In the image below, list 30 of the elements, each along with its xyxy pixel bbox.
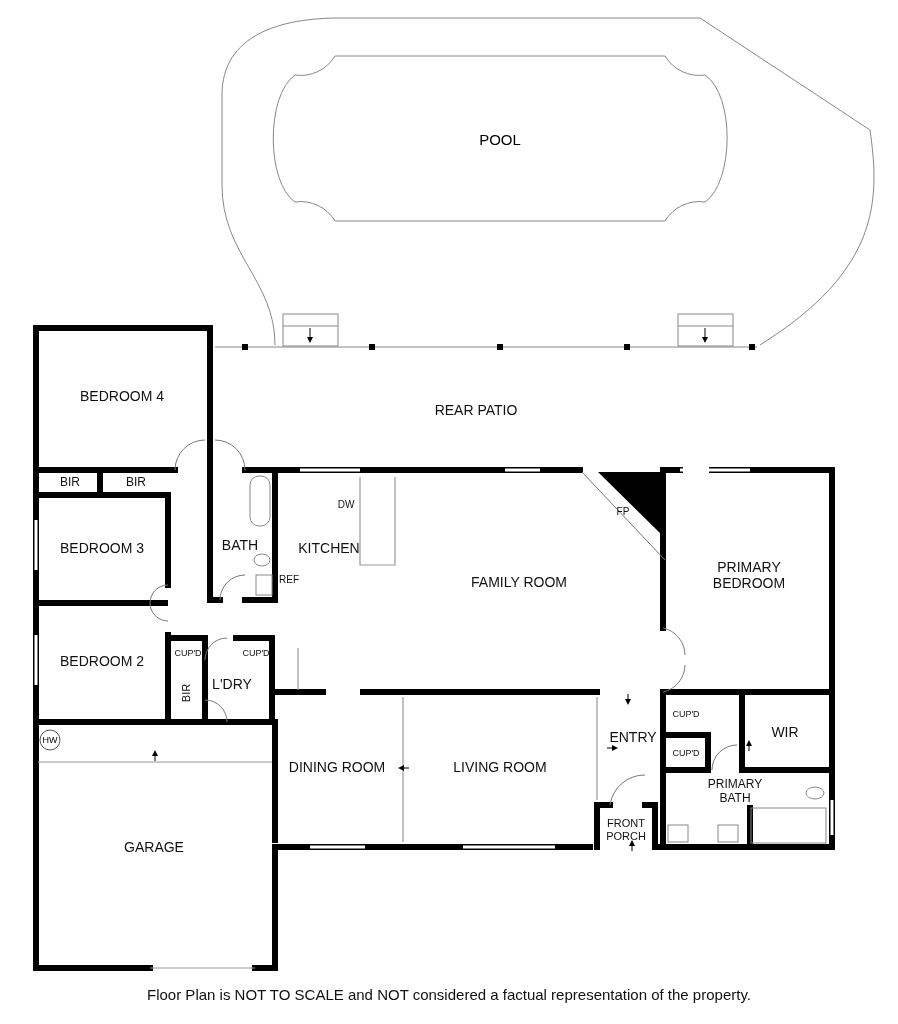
room-label: L'DRY xyxy=(212,675,252,693)
room-label: CUP'D xyxy=(242,647,270,659)
room-label: FRONT PORCH xyxy=(605,817,647,843)
room-label: BEDROOM 4 xyxy=(80,387,164,405)
room-label: PRIMARY BEDROOM xyxy=(711,558,787,592)
room-label: DW xyxy=(337,499,355,511)
room-label: FAMILY ROOM xyxy=(471,573,567,591)
room-label: KITCHEN xyxy=(298,539,360,557)
room-label: WIR xyxy=(771,723,799,741)
caption: Floor Plan is NOT TO SCALE and NOT considered a factual representation of the property. xyxy=(146,986,752,1003)
room-label: LIVING ROOM xyxy=(453,758,547,776)
room-label: BEDROOM 2 xyxy=(60,652,144,670)
water-heater-circle xyxy=(39,729,61,751)
room-label: BEDROOM 3 xyxy=(60,539,144,557)
room-label: BIR xyxy=(126,476,146,490)
room-label: HW xyxy=(42,735,58,745)
room-label: REAR PATIO xyxy=(434,401,518,419)
room-label: ENTRY xyxy=(609,728,657,746)
room-label: GARAGE xyxy=(124,838,184,856)
room-label: REF xyxy=(279,574,299,586)
room-label: BIR xyxy=(60,476,80,490)
room-label: CUP'D xyxy=(174,647,202,659)
room-label: DINING ROOM xyxy=(288,758,386,776)
room-label: CUP'D xyxy=(672,708,700,720)
room-label: PRIMARY BATH xyxy=(706,778,764,806)
room-label: BIR xyxy=(179,683,193,703)
room-label: CUP'D xyxy=(672,747,700,759)
room-label: BATH xyxy=(221,536,259,554)
room-label: FP xyxy=(616,506,630,518)
room-label: POOL xyxy=(479,130,521,147)
